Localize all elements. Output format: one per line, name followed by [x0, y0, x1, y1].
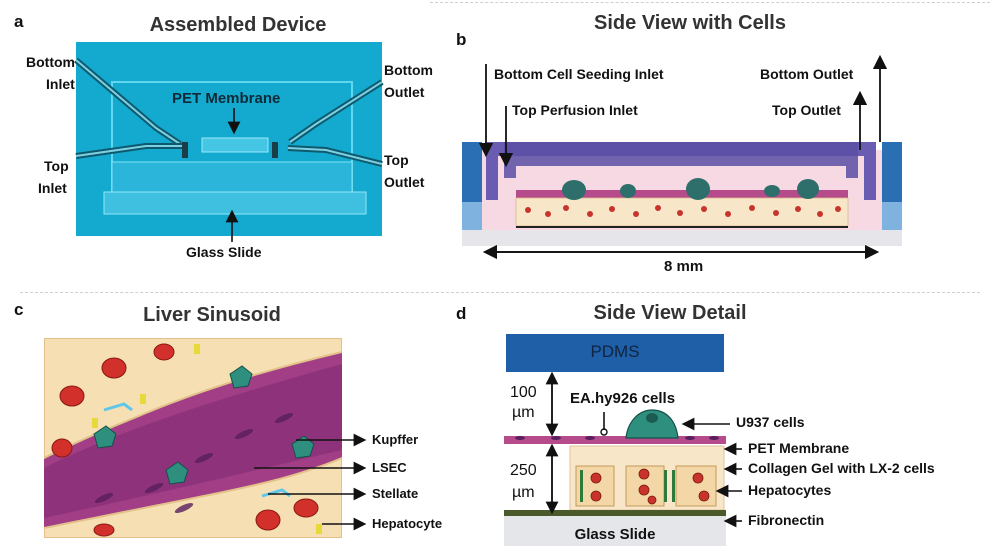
label-bottom-outlet-1: Bottom: [384, 62, 433, 78]
label-pet-membrane-d: PET Membrane: [748, 440, 850, 456]
label-ea-cells: EA.hy926 cells: [570, 390, 676, 407]
pdms-label: PDMS: [590, 342, 640, 361]
label-top-outlet-2: Outlet: [384, 174, 425, 190]
label-bottom-cell-seeding-inlet: Bottom Cell Seeding Inlet: [494, 66, 664, 82]
label-width-8mm: 8 mm: [664, 258, 704, 275]
liver-sinusoid-illustration: [44, 338, 342, 538]
label-top-perfusion-inlet: Top Perfusion Inlet: [512, 102, 638, 118]
panel-b-title: Side View with Cells: [594, 12, 786, 34]
label-bottom-outlet-2: Outlet: [384, 84, 425, 100]
panel-d-letter: d: [456, 304, 467, 323]
label-top-outlet-1: Top: [384, 152, 409, 168]
label-stellate: Stellate: [372, 486, 419, 501]
label-top-inlet-1: Top: [44, 158, 69, 174]
panel-a-title: Assembled Device: [149, 14, 327, 36]
label-glass-slide-a: Glass Slide: [186, 244, 262, 260]
top-divider: [430, 2, 990, 3]
pdms-layer: [506, 334, 724, 372]
panel-d-title: Side View Detail: [593, 302, 747, 324]
label-pet-membrane-a: PET Membrane: [172, 90, 281, 107]
panel-a-letter: a: [14, 12, 24, 31]
label-top-outlet-b: Top Outlet: [772, 102, 841, 118]
label-bottom-outlet-b: Bottom Outlet: [760, 66, 854, 82]
label-hepatocyte: Hepatocyte: [372, 516, 443, 531]
panel-b-letter: b: [456, 30, 467, 49]
label-top-inlet-2: Inlet: [38, 180, 67, 196]
panel-c-title: Liver Sinusoid: [143, 304, 281, 326]
label-250: 250: [510, 462, 537, 479]
panel-c-letter: c: [14, 300, 24, 319]
label-100-unit: µm: [512, 404, 535, 421]
middle-divider: [20, 292, 980, 293]
label-fibronectin: Fibronectin: [748, 512, 825, 528]
label-kupffer: Kupffer: [372, 432, 419, 447]
label-hepatocytes: Hepatocytes: [748, 482, 832, 498]
label-250-unit: µm: [512, 484, 535, 501]
label-100: 100: [510, 384, 537, 401]
assembled-device-photo: [74, 42, 384, 236]
label-lsec: LSEC: [372, 460, 407, 475]
label-collagen-gel: Collagen Gel with LX-2 cells: [748, 460, 935, 476]
label-u937: U937 cells: [736, 414, 805, 430]
label-glass-slide-d: Glass Slide: [574, 526, 656, 543]
label-bottom-inlet-1: Bottom: [26, 54, 75, 70]
label-bottom-inlet-2: Inlet: [46, 76, 75, 92]
